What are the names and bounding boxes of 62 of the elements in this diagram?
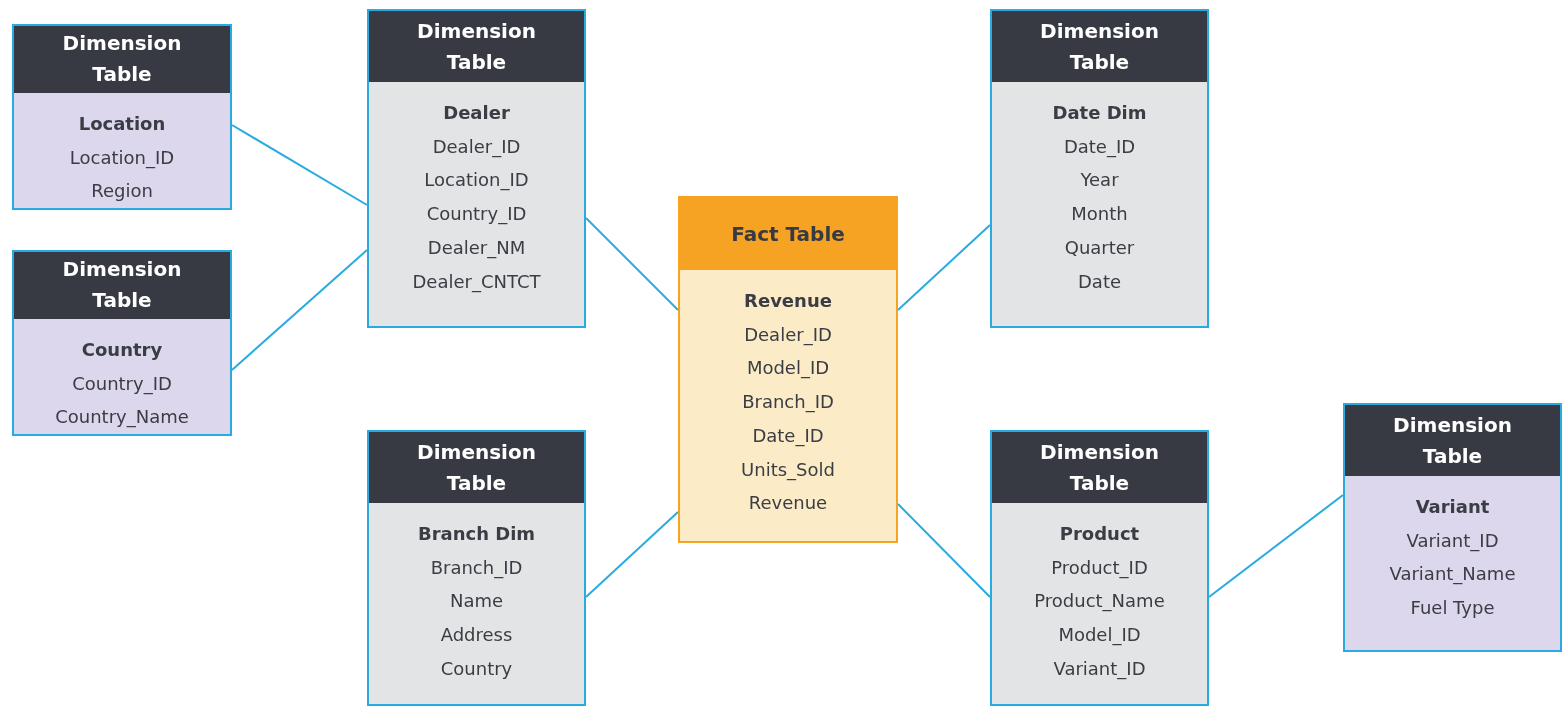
column-name: Country_ID (72, 371, 172, 397)
column-name: Location_ID (424, 168, 529, 193)
table-header: Dimension Table (14, 26, 230, 93)
column-name: Fuel Type (1410, 596, 1495, 621)
table-box (678, 196, 898, 543)
table-box (367, 430, 586, 706)
column-name: Revenue (748, 491, 828, 516)
column-name: Branch_ID (430, 555, 523, 581)
connector-line (1208, 494, 1344, 598)
table-name: Variant (1415, 495, 1490, 519)
table-name: Country (81, 337, 163, 362)
column-name: Variant_Name (1389, 562, 1516, 587)
column-name: Country_Name (55, 405, 189, 430)
column-name: Country (440, 656, 513, 681)
table-name: Branch Dim (417, 522, 536, 546)
column-name: Model_ID (746, 356, 830, 381)
column-name: Address (440, 623, 513, 648)
connector-line (231, 249, 368, 371)
connector-line (585, 217, 679, 311)
table-box (367, 9, 586, 328)
column-name: Date_ID (1063, 134, 1136, 160)
column-name: Dealer_ID (744, 322, 832, 348)
table-box (12, 24, 232, 210)
column-name: Name (449, 589, 504, 614)
table-header: Dimension Table (14, 252, 230, 319)
table-name: Dealer (443, 101, 510, 125)
table-box (990, 430, 1209, 706)
column-name: Product_ID (1051, 555, 1148, 581)
column-name: Quarter (1064, 235, 1135, 260)
table-header: Dimension Table (369, 432, 584, 503)
column-name: Variant_ID (1406, 528, 1499, 554)
table-header: Dimension Table (992, 432, 1207, 503)
column-name: Year (1080, 168, 1119, 193)
column-name: Month (1071, 202, 1128, 227)
table-header: Fact Table (680, 198, 896, 270)
column-name: Dealer_CNTCT (412, 269, 541, 295)
column-name: Units_Sold (741, 457, 835, 483)
column-name: Branch_ID (742, 390, 834, 415)
table-header: Dimension Table (992, 11, 1207, 82)
table-box (1343, 403, 1562, 652)
column-name: Model_ID (1058, 623, 1141, 648)
column-name: Location_ID (69, 145, 175, 171)
column-name: Country_ID (426, 202, 527, 227)
connector-line (585, 511, 679, 598)
connector-line (231, 124, 368, 206)
connector-line (897, 503, 991, 598)
column-name: Dealer_ID (432, 134, 521, 160)
column-name: Product_Name (1034, 589, 1165, 614)
column-name: Region (91, 179, 153, 204)
table-box (990, 9, 1209, 328)
table-name: Product (1059, 522, 1140, 546)
column-name: Date (1078, 269, 1121, 294)
table-box (12, 250, 232, 436)
table-name: Revenue (744, 289, 832, 313)
column-name: Variant_ID (1053, 656, 1146, 682)
connector-line (897, 224, 991, 311)
table-header: Dimension Table (1345, 405, 1560, 476)
column-name: Dealer_NM (427, 235, 526, 261)
table-name: Date Dim (1052, 101, 1147, 125)
table-name: Location (78, 111, 166, 136)
table-header: Dimension Table (369, 11, 584, 82)
column-name: Date_ID (752, 423, 824, 449)
